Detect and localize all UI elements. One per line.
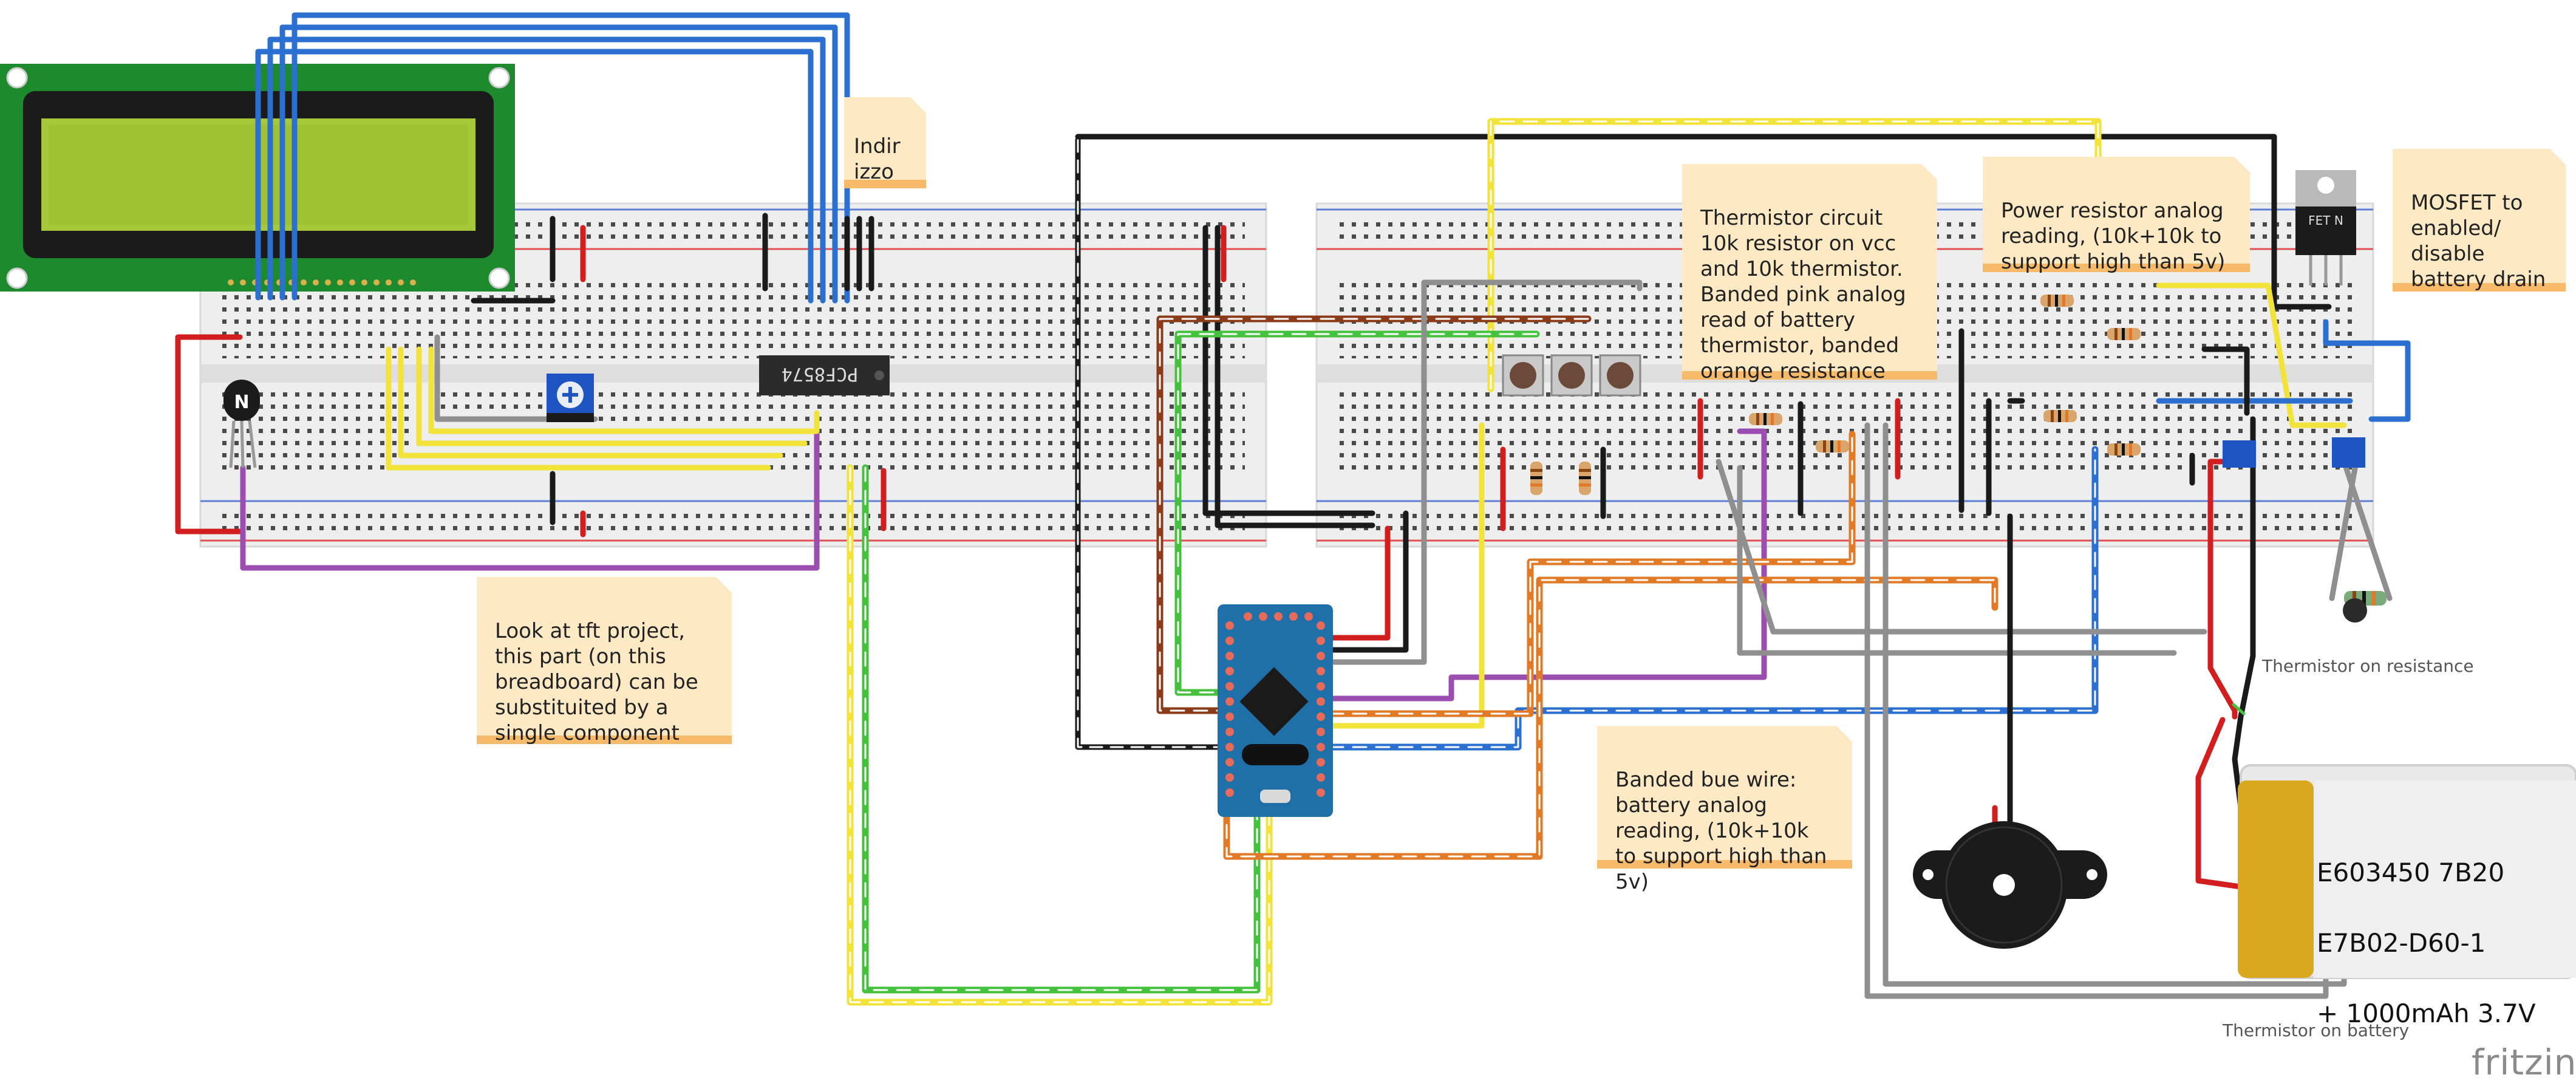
resistors bbox=[1530, 295, 2387, 606]
lipo-battery bbox=[2238, 764, 2576, 979]
caption-thermistor-resistance: Thermistor on resistance bbox=[2262, 656, 2474, 676]
caption-thermistor-battery: Thermistor on battery bbox=[2223, 1020, 2410, 1040]
piezo-buzzer bbox=[1913, 821, 2107, 949]
pushbuttons bbox=[1502, 354, 1641, 397]
note-mosfet: MOSFET to enabled/ disable battery drain bbox=[2393, 149, 2566, 292]
transistor-npn: N bbox=[223, 380, 260, 468]
fritzing-logo: fritzing bbox=[2472, 1042, 2576, 1083]
wires bbox=[175, 12, 2411, 1006]
note-thermistor-circuit: Thermistor circuit 10k resistor on vcc a… bbox=[1682, 164, 1937, 383]
note-indirizzo-text: Indir izzo bbox=[854, 134, 901, 184]
potentiometer bbox=[547, 374, 594, 422]
mosfet: FET N bbox=[2295, 170, 2356, 285]
blue-lcd-wires bbox=[255, 12, 850, 304]
note-blue-wire-text: Banded bue wire: battery analog reading,… bbox=[1615, 768, 1827, 894]
note-mosfet-text: MOSFET to enabled/ disable battery drain bbox=[2411, 191, 2546, 292]
battery-line-3: + 1000mAh 3.7V bbox=[2317, 999, 2536, 1028]
note-power-resistor: Power resistor analog reading, (10k+10k … bbox=[1983, 157, 2250, 274]
battery-line-2: E7B02-D60-1 bbox=[2317, 928, 2486, 958]
note-tft-project: Look at tft project, this part (on this … bbox=[477, 577, 732, 745]
ic-label: PCF8574 bbox=[782, 363, 858, 384]
mosfet-label: FET N bbox=[2308, 213, 2343, 228]
ic-pcf8574: PCF8574 bbox=[759, 355, 890, 395]
thermistor-probes bbox=[2223, 437, 2367, 623]
note-tft-text: Look at tft project, this part (on this … bbox=[495, 619, 698, 745]
breadboard-left bbox=[199, 202, 1267, 548]
note-thermistor-text: Thermistor circuit 10k resistor on vcc a… bbox=[1700, 206, 1906, 383]
transistor-label: N bbox=[234, 392, 249, 413]
battery-label: E603450 7B20 E7B02-D60-1 + 1000mAh 3.7V bbox=[2317, 820, 2536, 1067]
arduino-pro-mini bbox=[1218, 604, 1333, 817]
note-indirizzo: Indir izzo bbox=[844, 97, 926, 188]
battery-line-1: E603450 7B20 bbox=[2317, 858, 2505, 887]
note-power-text: Power resistor analog reading, (10k+10k … bbox=[2001, 199, 2226, 274]
note-blue-wire: Banded bue wire: battery analog reading,… bbox=[1597, 726, 1852, 894]
